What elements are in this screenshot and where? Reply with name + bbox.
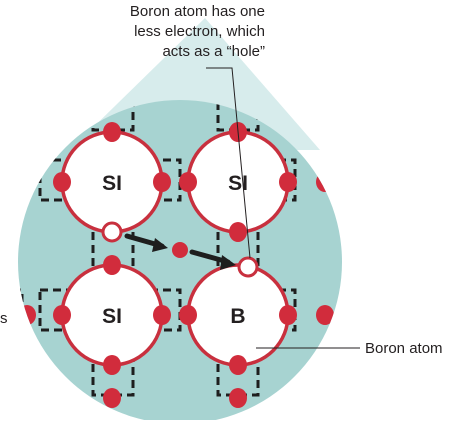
- electron: [103, 255, 121, 275]
- hole-callout: Boron atom has one less electron, which …: [60, 2, 265, 62]
- electron: [316, 172, 334, 192]
- bond-box: [0, 160, 22, 200]
- electron: [103, 122, 121, 142]
- atom-label-bottom-right: B: [230, 305, 245, 328]
- electron: [179, 172, 197, 192]
- callout-line: acts as a “hole”: [60, 42, 265, 62]
- electron: [229, 222, 247, 242]
- electron: [229, 388, 247, 408]
- background-disc: [18, 100, 342, 420]
- electron: [179, 305, 197, 325]
- electron: [103, 388, 121, 408]
- atom-label-top-left: SI: [102, 172, 122, 195]
- bond-box: [376, 160, 406, 200]
- electron: [153, 172, 171, 192]
- hole-boron: [239, 258, 257, 276]
- callout-line: less electron, which: [60, 22, 265, 42]
- electron: [18, 172, 36, 192]
- electron: [279, 172, 297, 192]
- moving-electron: [172, 242, 188, 258]
- electron: [153, 305, 171, 325]
- electron: [18, 305, 36, 325]
- electron: [316, 305, 334, 325]
- electron: [279, 305, 297, 325]
- callout-line: Boron atom has one: [60, 2, 265, 22]
- electron: [53, 172, 71, 192]
- atom-label-bottom-left: SI: [102, 305, 122, 328]
- electron: [53, 305, 71, 325]
- atom-label-top-right: SI: [228, 172, 248, 195]
- electron: [229, 355, 247, 375]
- boron-atom-callout: Boron atom: [365, 339, 443, 359]
- bond-box: [376, 290, 406, 330]
- cropped-label-fragment: s: [0, 309, 8, 329]
- hole-original: [103, 223, 121, 241]
- electron: [103, 355, 121, 375]
